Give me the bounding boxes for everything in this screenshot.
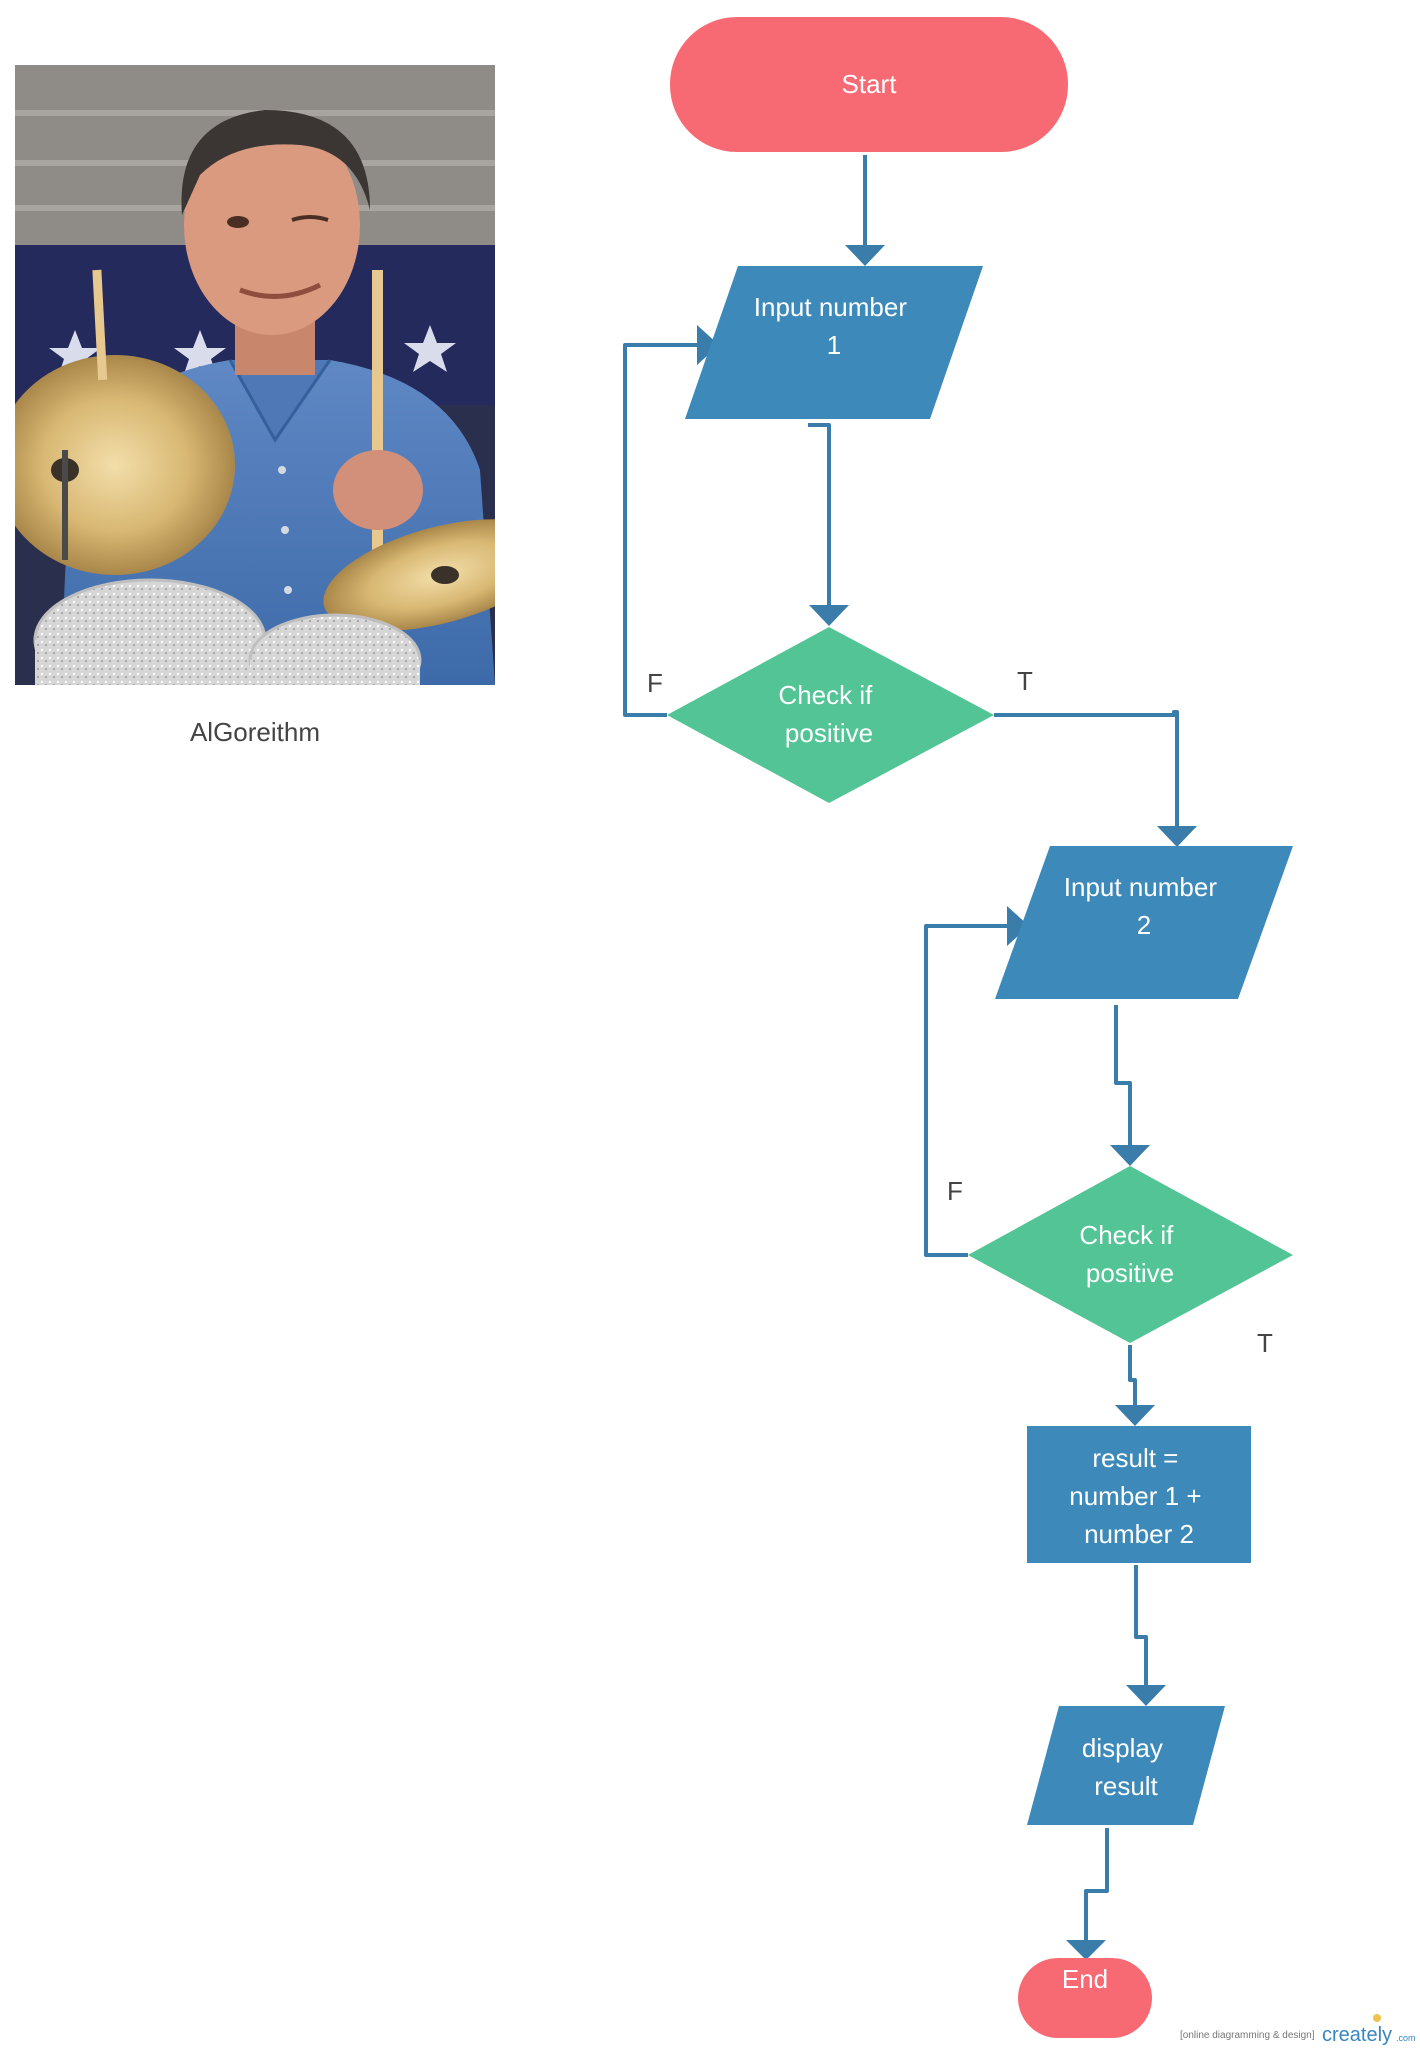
edge-label-check1-true: T — [1017, 666, 1033, 696]
node-check-positive-2-label: Check if positive — [1079, 1220, 1180, 1288]
node-display-result-label: display result — [1082, 1733, 1170, 1801]
connector-check1-false — [623, 343, 700, 717]
node-check-positive-2[interactable]: Check if positive — [968, 1166, 1293, 1343]
watermark-brand: creately — [1322, 2024, 1392, 2046]
arrowhead-icon — [1110, 1145, 1150, 1166]
node-input-number-2[interactable]: Input number 2 — [995, 846, 1293, 999]
arrowhead-icon — [1115, 1405, 1155, 1426]
photo-hair — [181, 110, 370, 215]
arrowhead-icon — [697, 325, 719, 365]
connectors — [623, 155, 1179, 1940]
connector-input2-check2 — [1114, 1005, 1132, 1148]
photo-caption: AlGoreithm — [190, 717, 320, 747]
edge-label-check1-false: F — [647, 668, 663, 698]
edge-label-check2-false: F — [947, 1176, 963, 1206]
arrowhead-icon — [1007, 906, 1029, 946]
node-input-number-2-label: Input number 2 — [1064, 872, 1224, 940]
creately-watermark: [online diagramming & design] creately .… — [1180, 2014, 1416, 2046]
node-result-process[interactable]: result = number 1 + number 2 — [1027, 1426, 1251, 1563]
node-input-number-1-label: Input number 1 — [754, 292, 914, 360]
photo-cymbal-left — [15, 355, 235, 575]
edge-label-check2-true: T — [1257, 1328, 1273, 1358]
connector-input1-check1 — [808, 423, 831, 608]
node-start-label: Start — [842, 69, 898, 99]
photo-hand — [333, 450, 423, 530]
node-end[interactable]: End — [1018, 1958, 1152, 2038]
node-end-label: End — [1062, 1964, 1108, 1994]
photo-drumstick-left — [92, 269, 108, 381]
node-start[interactable]: Start — [670, 17, 1068, 152]
photo-face — [184, 115, 360, 335]
connector-check1-true — [994, 710, 1179, 829]
node-display-result[interactable]: display result — [1027, 1706, 1225, 1825]
connector-result-display — [1134, 1565, 1148, 1685]
arrowhead-icon — [809, 605, 849, 626]
node-input-number-1[interactable]: Input number 1 — [685, 266, 983, 419]
watermark-sun-icon — [1373, 2014, 1381, 2022]
arrowhead-icon — [1126, 1685, 1166, 1706]
arrowheads — [697, 245, 1197, 1960]
node-check-positive-1[interactable]: Check if positive — [667, 627, 994, 803]
arrowhead-icon — [1157, 826, 1197, 847]
star-shape — [404, 325, 456, 372]
watermark-tagline: [online diagramming & design] — [1180, 2030, 1315, 2041]
connector-display-end — [1084, 1828, 1109, 1940]
connector-check2-false — [924, 924, 1010, 1257]
arrowhead-icon — [845, 245, 885, 266]
node-result-process-label: result = number 1 + number 2 — [1069, 1443, 1208, 1549]
photo-drumstick-right — [372, 270, 383, 570]
connector-check2-result — [1128, 1345, 1137, 1405]
arrowhead-icon — [1066, 1940, 1106, 1960]
watermark-domain: .com — [1396, 2033, 1416, 2043]
node-check-positive-1-label: Check if positive — [778, 680, 879, 748]
photo-drummer — [15, 65, 495, 685]
